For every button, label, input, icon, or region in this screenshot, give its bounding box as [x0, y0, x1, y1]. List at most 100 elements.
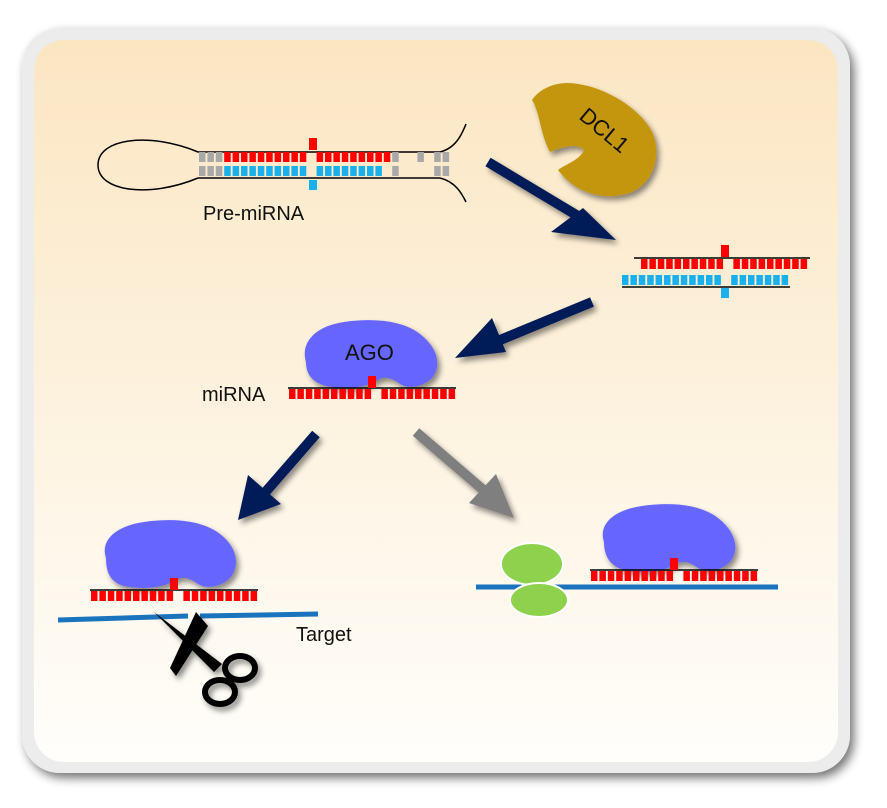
nucleotide-block	[699, 259, 707, 269]
nucleotide-block	[706, 275, 713, 285]
nucleotide-block	[333, 166, 340, 176]
nucleotide-block	[107, 591, 115, 601]
repression-mirna-strand	[590, 558, 758, 581]
nucleotide-block	[341, 166, 349, 176]
nucleotide-block	[249, 166, 256, 176]
nucleotide-block	[215, 152, 223, 162]
nucleotide-block	[289, 389, 296, 399]
nucleotide-block	[266, 152, 273, 162]
nucleotide-block	[666, 571, 674, 581]
nucleotide-block	[325, 152, 332, 162]
nucleotide-block	[731, 275, 738, 285]
hairpin-top-bulge	[309, 138, 317, 150]
nucleotide-block	[714, 275, 721, 285]
nucleotide-block	[149, 591, 157, 601]
mirna-guide-strand	[288, 376, 456, 399]
cleavage-mirna-bulge	[170, 578, 178, 590]
nucleotide-block	[325, 166, 332, 176]
scissors-icon	[154, 612, 258, 707]
nucleotide-block	[242, 591, 249, 601]
nucleotide-block	[392, 166, 399, 176]
nucleotide-block	[800, 259, 808, 269]
nucleotide-block	[141, 591, 148, 601]
nucleotide-block	[166, 591, 174, 601]
nucleotide-block	[672, 275, 679, 285]
nucleotide-block	[649, 259, 656, 269]
nucleotide-block	[232, 152, 240, 162]
ago-label: AGO	[345, 340, 394, 365]
nucleotide-block	[773, 275, 780, 285]
nucleotide-block	[616, 571, 623, 581]
ago-blob-icon	[304, 320, 438, 388]
nucleotide-block	[316, 152, 324, 162]
nucleotide-block	[341, 152, 349, 162]
hairpin-bottom-bases	[199, 166, 450, 176]
target-label: Target	[296, 624, 352, 646]
pre-mirna-label: Pre-miRNA	[203, 203, 305, 225]
nucleotide-block	[241, 152, 248, 162]
nucleotide-block	[680, 275, 688, 285]
nucleotide-block	[266, 166, 273, 176]
nucleotide-block	[415, 389, 422, 399]
nucleotide-block	[224, 166, 231, 176]
mirna-label: miRNA	[202, 384, 266, 406]
nucleotide-block	[199, 166, 206, 176]
nucleotide-block	[207, 166, 214, 176]
nucleotide-block	[233, 591, 241, 601]
nucleotide-block	[350, 166, 357, 176]
duplex-top-bulge	[721, 245, 729, 257]
nucleotide-block	[299, 152, 307, 162]
nucleotide-block	[781, 275, 789, 285]
nucleotide-block	[666, 259, 673, 269]
nucleotide-block	[750, 571, 758, 581]
duplex-top-bases	[641, 259, 808, 269]
hairpin-top-bases	[199, 152, 450, 162]
nucleotide-block	[241, 166, 248, 176]
nucleotide-block	[750, 259, 757, 269]
nucleotide-block	[158, 591, 165, 601]
nucleotide-block	[291, 152, 298, 162]
nucleotide-block	[708, 259, 715, 269]
nucleotide-block	[283, 152, 290, 162]
nucleotide-block	[683, 259, 690, 269]
nucleotide-block	[375, 152, 382, 162]
nucleotide-block	[297, 389, 304, 399]
nucleotide-block	[423, 389, 430, 399]
nucleotide-block	[748, 275, 755, 285]
nucleotide-block	[775, 259, 782, 269]
nucleotide-block	[291, 166, 298, 176]
nucleotide-block	[356, 389, 363, 399]
nucleotide-block	[250, 591, 258, 601]
nucleotide-block	[742, 571, 749, 581]
arrow-duplex-to-ago	[455, 297, 594, 358]
nucleotide-block	[398, 389, 405, 399]
nucleotide-block	[116, 591, 123, 601]
nucleotide-block	[99, 591, 106, 601]
arrow-ago-to-repression	[412, 428, 514, 518]
nucleotide-block	[389, 389, 397, 399]
duplex-bottom-bases	[622, 275, 789, 285]
nucleotide-block	[700, 571, 707, 581]
nucleotide-block	[758, 259, 766, 269]
nucleotide-block	[316, 166, 324, 176]
nucleotide-block	[199, 152, 206, 162]
nucleotide-block	[649, 571, 657, 581]
nucleotide-block	[283, 166, 290, 176]
nucleotide-block	[331, 389, 338, 399]
nucleotide-block	[658, 571, 665, 581]
target-mrna-right	[199, 611, 319, 619]
nucleotide-block	[599, 571, 606, 581]
nucleotide-block	[299, 166, 307, 176]
mirna-bases	[289, 389, 456, 399]
nucleotide-block	[257, 152, 265, 162]
nucleotide-block	[364, 389, 372, 399]
nucleotide-block	[431, 389, 439, 399]
nucleotide-block	[739, 275, 747, 285]
nucleotide-block	[358, 166, 366, 176]
nucleotide-block	[733, 571, 741, 581]
nucleotide-block	[689, 275, 696, 285]
nucleotide-block	[764, 275, 772, 285]
nucleotide-block	[367, 152, 374, 162]
hairpin-top-overhang	[439, 123, 467, 153]
